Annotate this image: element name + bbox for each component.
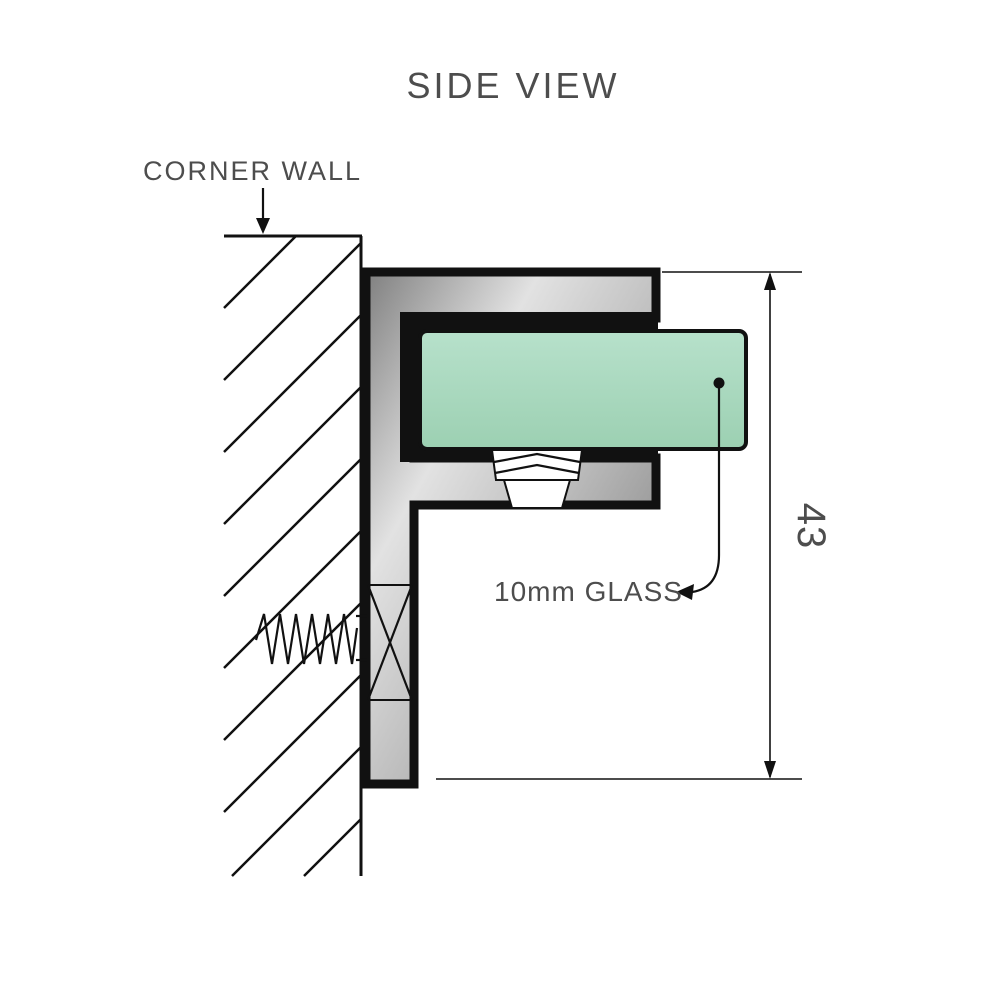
grub-screw <box>490 449 584 509</box>
corner-wall-arrow-down-icon <box>256 188 270 234</box>
hatch-line <box>223 235 297 309</box>
corner-wall-label: CORNER WALL <box>143 156 362 186</box>
hatch-line <box>223 242 362 381</box>
hatch-line <box>223 458 362 597</box>
dimension-value: 43 <box>789 503 833 550</box>
corner-wall-arrowhead <box>256 218 270 234</box>
glass-label: 10mm GLASS <box>494 576 683 607</box>
wall-screw <box>254 584 414 701</box>
glass-leader-arrowhead <box>676 584 694 600</box>
hatch-line <box>231 746 362 877</box>
dimension-arrowhead-bottom <box>764 761 776 779</box>
glass-leader-line <box>691 383 721 594</box>
wall-hatching <box>223 235 362 877</box>
glass-callout: 10mm GLASS <box>494 377 725 607</box>
hatch-line <box>223 602 362 741</box>
dimension-arrowhead-top <box>764 272 776 290</box>
hatch-line <box>303 818 362 877</box>
grub-screw-thread-line <box>494 463 580 475</box>
grub-screw-thread-line <box>493 452 581 464</box>
wall-outline <box>224 234 363 876</box>
wall-screw-head <box>367 584 413 701</box>
wall-screw-threads <box>254 613 359 665</box>
grub-screw-tip <box>502 479 572 509</box>
glass-panel <box>418 329 748 451</box>
hatch-line <box>223 674 362 813</box>
hatch-line <box>223 530 362 669</box>
dimension-43: 43 <box>436 271 833 780</box>
hatch-line <box>223 386 362 525</box>
wall-screw-head-cross-2 <box>366 584 414 701</box>
diagram-title: SIDE VIEW <box>406 65 619 106</box>
hatch-line <box>223 314 362 453</box>
